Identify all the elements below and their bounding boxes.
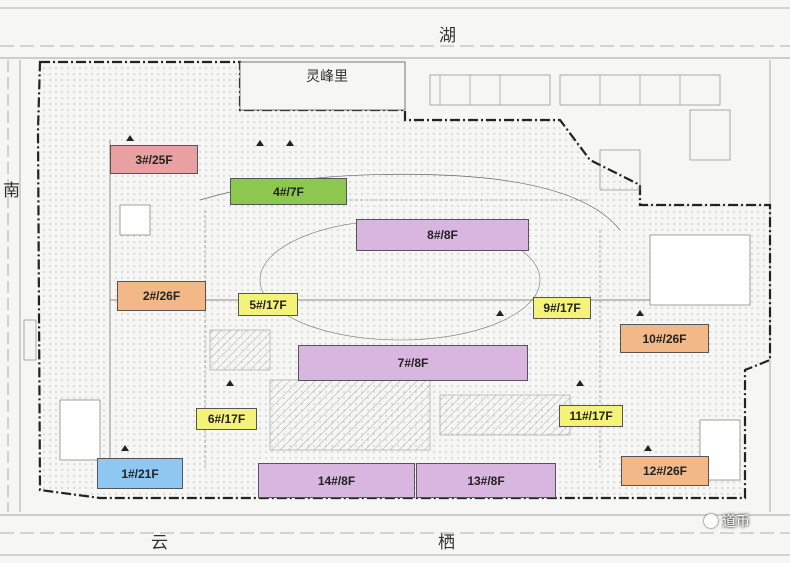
- building-1[interactable]: 1#/21F: [97, 458, 183, 489]
- building-5[interactable]: 5#/17F: [238, 293, 298, 316]
- road-label-west: 南: [3, 181, 20, 201]
- building-8-label: 8#/8F: [427, 228, 458, 242]
- building-8[interactable]: 8#/8F: [356, 219, 529, 251]
- building-14-label: 14#/8F: [317, 473, 356, 488]
- building-12[interactable]: 12#/26F: [621, 456, 709, 486]
- building-4[interactable]: 4#/7F: [230, 178, 347, 205]
- building-4-label: 4#/7F: [273, 184, 304, 199]
- building-5-label: 5#/17F: [249, 297, 287, 312]
- road-label-north: 湖: [439, 26, 456, 46]
- building-11-label: 11#/17F: [569, 409, 613, 423]
- building-6-label: 6#/17F: [207, 412, 246, 426]
- road-label-south-right: 栖: [438, 533, 455, 553]
- watermark-text: 道币: [722, 514, 750, 530]
- building-14[interactable]: 14#/8F: [258, 463, 415, 498]
- building-7-label: 7#/8F: [397, 356, 429, 370]
- building-10[interactable]: 10#/26F: [620, 324, 709, 353]
- building-3-label: 3#/25F: [135, 152, 173, 167]
- building-11[interactable]: 11#/17F: [559, 405, 623, 427]
- building-12-label: 12#/26F: [642, 464, 688, 478]
- building-2[interactable]: 2#/26F: [117, 281, 206, 311]
- road-label-south-left: 云: [151, 533, 168, 553]
- building-1-label: 1#/21F: [121, 466, 159, 481]
- watermark: 道币: [704, 511, 750, 531]
- building-9[interactable]: 9#/17F: [533, 297, 591, 319]
- building-10-label: 10#/26F: [642, 331, 687, 346]
- building-13[interactable]: 13#/8F: [416, 463, 556, 498]
- wechat-icon: [704, 514, 718, 528]
- building-13-label: 13#/8F: [467, 473, 505, 488]
- building-7[interactable]: 7#/8F: [298, 345, 528, 381]
- building-6[interactable]: 6#/17F: [196, 408, 257, 430]
- building-9-label: 9#/17F: [543, 301, 581, 315]
- building-3[interactable]: 3#/25F: [110, 145, 198, 174]
- lingfeng-li-label: 灵峰里: [306, 69, 348, 85]
- building-2-label: 2#/26F: [142, 289, 181, 303]
